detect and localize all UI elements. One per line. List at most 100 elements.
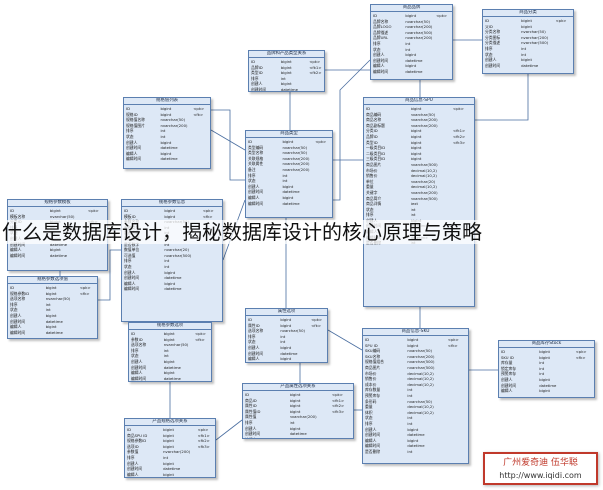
column-name: 创建人 [131, 358, 143, 364]
column-type: bigint [45, 285, 57, 290]
column-type: datetime [280, 350, 298, 356]
column-type: bigint [164, 208, 176, 213]
column-name: 排序 [126, 128, 134, 134]
column-key [88, 253, 105, 259]
column-key [436, 69, 450, 75]
column-name: 创建人 [248, 344, 260, 350]
column-key [556, 63, 571, 69]
column-type: int [410, 212, 416, 218]
column-type: bigint [45, 324, 57, 330]
column-key: <fk> [311, 322, 322, 328]
column-name: ID [10, 285, 15, 290]
column-type: decimal(10,2) [410, 184, 437, 190]
column-type: decimal(10,2) [407, 376, 434, 382]
column-type: datetime [407, 443, 425, 449]
column-name: 品牌ID [251, 64, 263, 70]
column-type: nvarchar(500) [410, 161, 438, 167]
column-name: 编辑时间 [248, 200, 264, 206]
column-name: 创建时间 [251, 86, 267, 92]
table-row: 商品SPU ID bigint <fk1> [127, 433, 213, 439]
column-type: bigint [280, 322, 292, 328]
column-key: <fk> [194, 336, 205, 342]
column-type: int [280, 339, 286, 345]
column-type: nvarchar(200) [282, 166, 310, 172]
column-key: <pk> [197, 427, 209, 432]
table-title: 产品规格选项关系 [125, 419, 215, 426]
column-type: bigint [290, 437, 332, 438]
column-type: nvarchar(50) [45, 296, 71, 302]
column-name: 排序 [366, 212, 374, 218]
column-type: bigint [410, 156, 422, 162]
column-name: 创建时间 [501, 382, 517, 388]
column-type: int [45, 307, 51, 313]
column-key: <pk> [452, 106, 464, 111]
column-type: int [539, 360, 545, 366]
column-name: 状态 [485, 51, 493, 57]
column-type: nvarchar(500) [407, 364, 435, 370]
column-key [195, 376, 209, 381]
column-type: datetime [164, 275, 182, 281]
column-name: 状态 [248, 178, 256, 184]
column-name: 编辑时间 [126, 156, 142, 162]
column-name: 品牌ID [366, 133, 378, 139]
column-name: 单位 [366, 178, 374, 184]
column-type: datetime [163, 477, 197, 478]
column-type: bigint [521, 18, 532, 23]
column-name: 创建时间 [485, 62, 501, 68]
column-key: <fk1> [197, 432, 210, 438]
column-name: 分类名称 [485, 29, 501, 35]
column-name: ID [501, 349, 506, 354]
column-key: <fk1> [309, 64, 322, 70]
column-type: bigint [163, 432, 174, 438]
column-name: 编辑时间 [127, 477, 163, 478]
column-name: 编辑人 [127, 471, 139, 477]
column-type: bigint [49, 208, 61, 213]
column-key: <fk2> [309, 70, 322, 76]
column-name: 商品SPU ID [127, 432, 148, 438]
column-key [315, 201, 330, 207]
table-title: 规格参数信息 [122, 200, 222, 207]
watermark-url: http://www.iqidi.com [499, 471, 582, 480]
relation-connector [98, 249, 121, 301]
column-type: bigint [280, 70, 292, 76]
column-name: 商品详情 [366, 201, 382, 207]
column-key: <pk> [436, 13, 448, 18]
column-type: bigint [407, 426, 419, 432]
column-type: bigint [163, 336, 175, 342]
column-name: 商品名称 [366, 117, 382, 123]
column-name: 体积 [365, 409, 373, 415]
